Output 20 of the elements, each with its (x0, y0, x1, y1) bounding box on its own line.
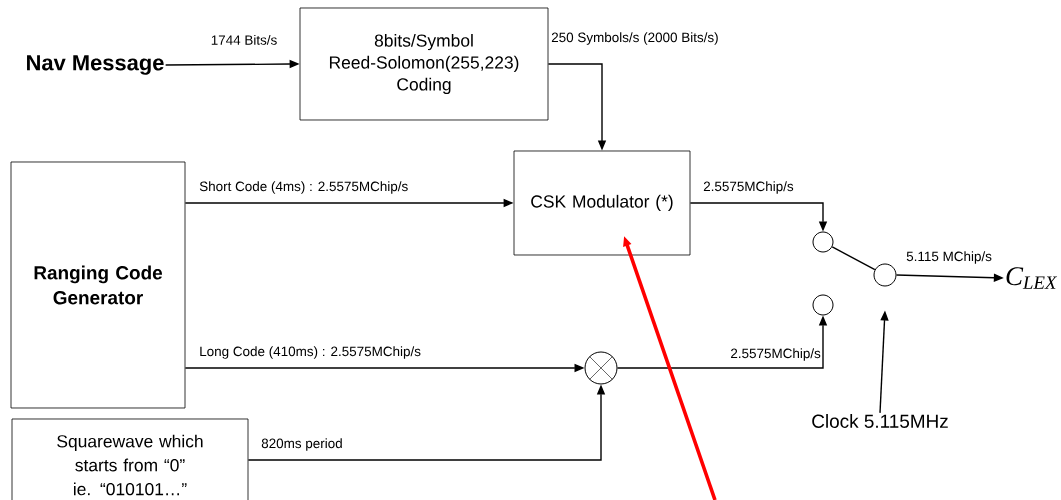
bare-text: Clock 5.115MHz (812, 414, 948, 428)
output-symbol: C$_{LEX}$ (1006, 267, 1058, 289)
switch-contact (812, 231, 834, 253)
edge-label: 2.5575MChip/s (702, 180, 795, 195)
switch-contact (812, 294, 834, 316)
edge-label: 5.115 MChip/s (905, 250, 993, 265)
edge-label: Long Code (410ms) : 2.5575MChip/s (198, 345, 422, 360)
edge-label: 820ms period (260, 437, 344, 452)
process-box: 8bits/Symbol Reed-Solomon(255,223) Coding (299, 7, 549, 121)
edge-label: 250 Symbols/s (2000 Bits/s) (550, 31, 720, 46)
switch-pivot (873, 263, 897, 287)
switch-arm (831, 246, 876, 271)
bare-text: Nav Message (27, 55, 164, 75)
edge-label: Short Code (4ms) : 2.5575MChip/s (198, 180, 410, 195)
edge-label: 2.5575MChip/s (729, 347, 822, 362)
process-box: Ranging Code Generator (10, 161, 186, 409)
process-box: Squarewave which starts from “0” ie. “010101…” (11, 418, 249, 500)
edge-label: 1744 Bits/s (209, 33, 279, 46)
process-box: CSK Modulator (*) (513, 150, 691, 256)
mixer-circle (584, 351, 618, 385)
